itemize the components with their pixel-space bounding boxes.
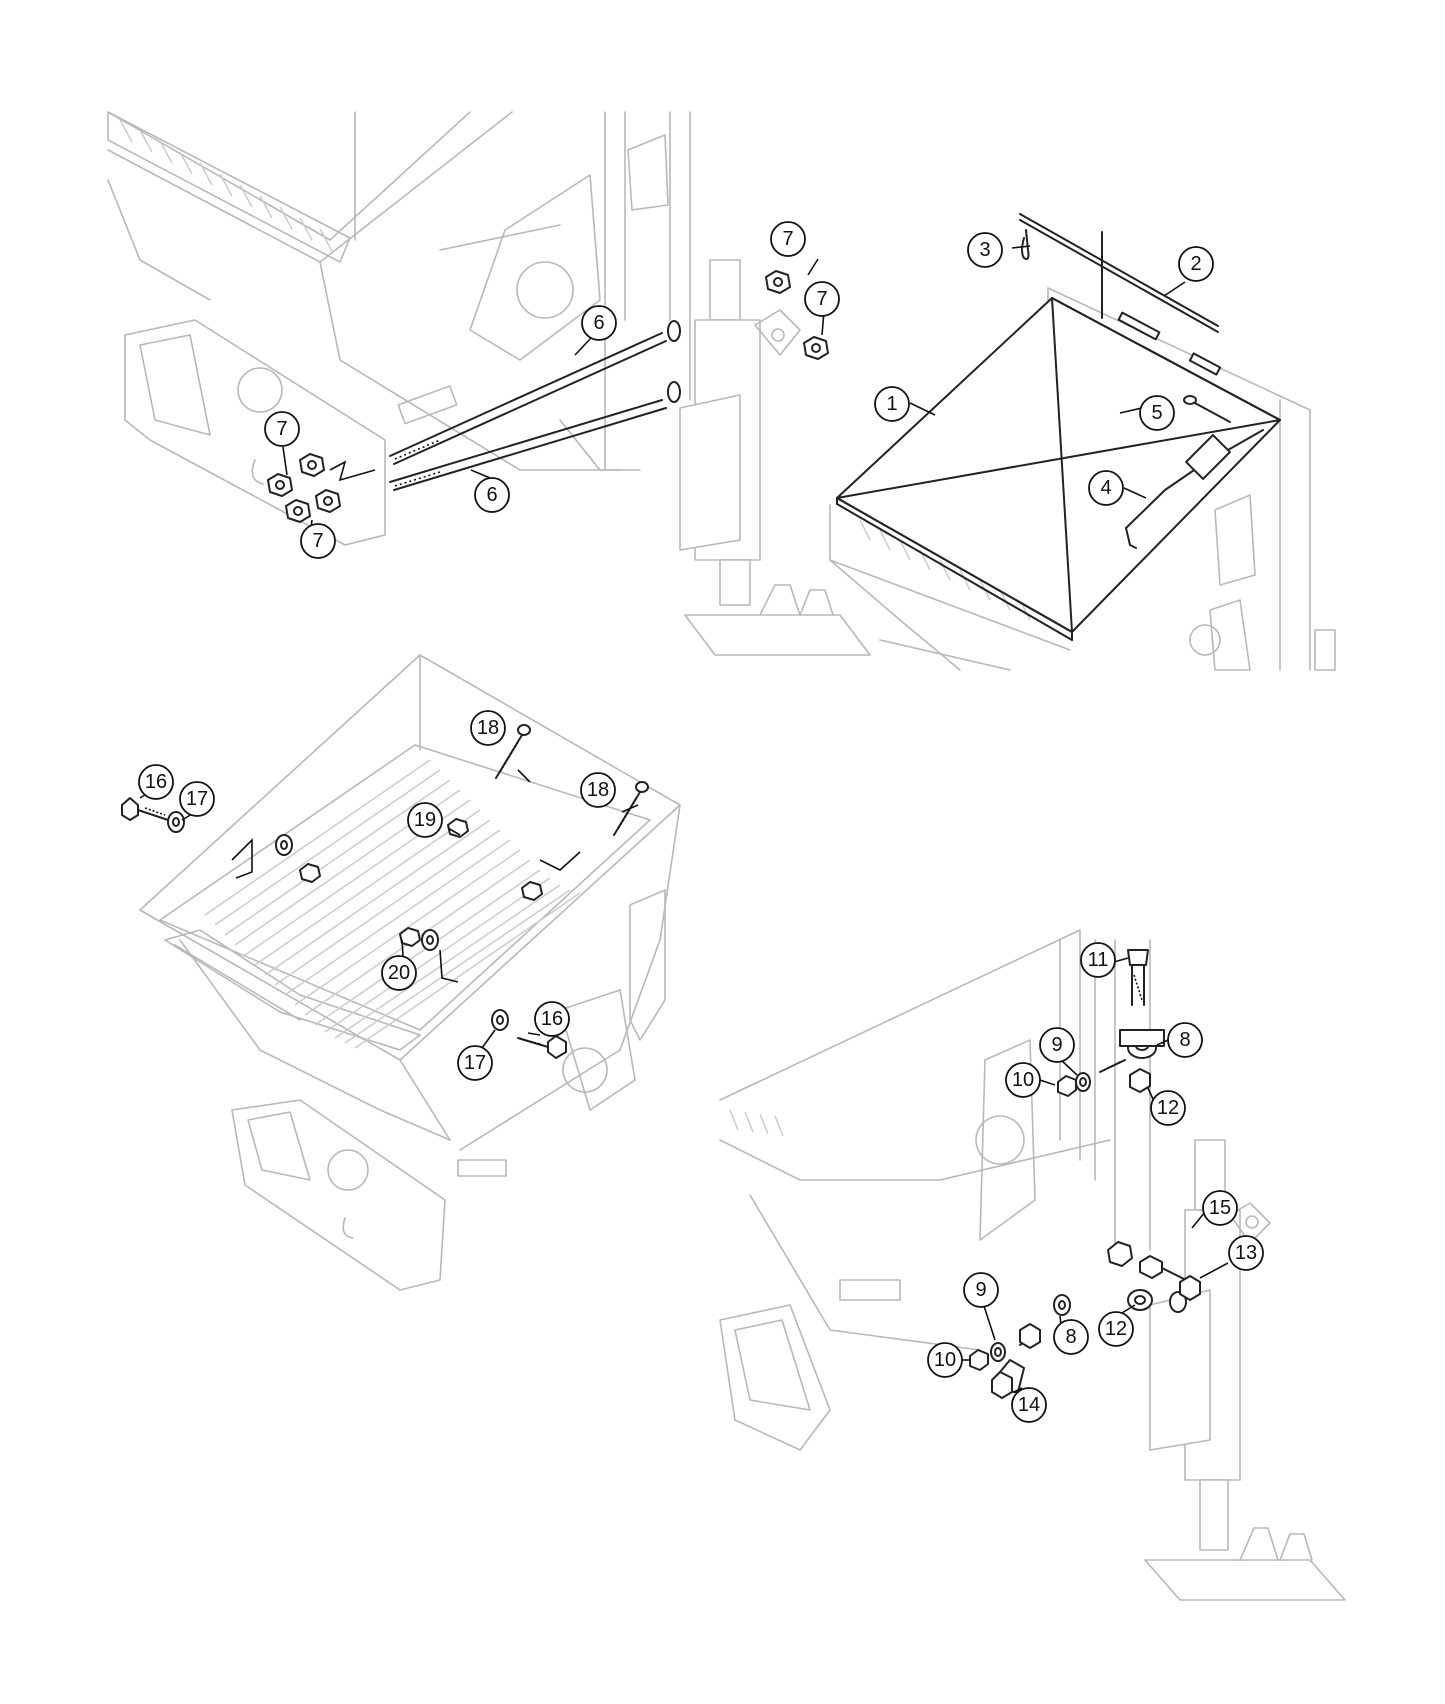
svg-text:2: 2 <box>1190 253 1201 275</box>
jack-stand-ghost <box>679 259 871 656</box>
view-tie-rods <box>107 111 871 656</box>
callout-16-left: 16 <box>138 764 174 800</box>
svg-text:15: 15 <box>1209 1197 1231 1219</box>
hex-nut-19-20 <box>299 818 543 947</box>
svg-text:14: 14 <box>1018 1394 1040 1416</box>
svg-text:6: 6 <box>486 484 497 506</box>
svg-text:12: 12 <box>1157 1097 1179 1119</box>
svg-text:10: 10 <box>934 1349 956 1371</box>
callout-6-lower: 6 <box>474 477 510 513</box>
callout-13: 13 <box>1228 1235 1264 1271</box>
carriage-bolt-18 <box>495 724 649 836</box>
callout-20: 20 <box>381 955 417 991</box>
grate-bars <box>204 759 581 1049</box>
handle-pin <box>1183 395 1231 423</box>
pivot-lower-hardware <box>969 1241 1201 1399</box>
cotter-pin <box>1021 229 1030 260</box>
svg-text:20: 20 <box>388 962 410 984</box>
callout-7-left-lower: 7 <box>300 523 336 559</box>
callout-3: 3 <box>967 232 1003 268</box>
cover-handle <box>1125 429 1264 549</box>
svg-text:4: 4 <box>1100 477 1111 499</box>
pivot-upper-hardware <box>1057 949 1165 1097</box>
svg-text:16: 16 <box>541 1008 563 1030</box>
hopper-grate-ghost <box>729 1109 784 1137</box>
callout-18-right: 18 <box>580 772 616 808</box>
tie-rod-upper <box>389 320 681 465</box>
svg-text:7: 7 <box>816 288 827 310</box>
view-hopper-cover <box>829 213 1336 671</box>
callout-10-upper: 10 <box>1005 1062 1041 1098</box>
svg-text:1: 1 <box>886 393 897 415</box>
callout-4: 4 <box>1088 470 1124 506</box>
callout-9-lower: 9 <box>963 1272 999 1308</box>
svg-text:17: 17 <box>186 788 208 810</box>
svg-text:5: 5 <box>1151 402 1162 424</box>
svg-text:19: 19 <box>414 809 436 831</box>
callout-2: 2 <box>1178 246 1214 282</box>
jack-stand-ghost <box>1144 1139 1346 1601</box>
callout-11: 11 <box>1080 942 1116 978</box>
callout-5: 5 <box>1139 395 1175 431</box>
callouts: 1 2 3 4 5 6 6 7 7 7 7 8 8 9 9 10 10 11 1… <box>138 221 1264 1423</box>
flat-washer-17 <box>167 811 509 1031</box>
svg-text:8: 8 <box>1065 1326 1076 1348</box>
hopper-grate-ghost <box>107 111 351 263</box>
svg-text:12: 12 <box>1105 1318 1127 1340</box>
svg-text:10: 10 <box>1012 1069 1034 1091</box>
svg-text:6: 6 <box>593 312 604 334</box>
callout-18-left: 18 <box>470 710 506 746</box>
callout-6-upper: 6 <box>581 305 617 341</box>
callout-14: 14 <box>1011 1387 1047 1423</box>
callout-15: 15 <box>1202 1190 1238 1226</box>
callout-12-lower: 12 <box>1098 1311 1134 1347</box>
callout-8-upper: 8 <box>1167 1022 1203 1058</box>
svg-text:9: 9 <box>1051 1034 1062 1056</box>
svg-text:7: 7 <box>312 530 323 552</box>
svg-text:18: 18 <box>587 779 609 801</box>
hinge-rod <box>1019 213 1281 421</box>
callout-1: 1 <box>874 386 910 422</box>
svg-text:8: 8 <box>1179 1029 1190 1051</box>
svg-text:17: 17 <box>464 1052 486 1074</box>
callout-19: 19 <box>407 802 443 838</box>
svg-text:3: 3 <box>979 239 990 261</box>
svg-text:16: 16 <box>145 771 167 793</box>
callout-10-lower: 10 <box>927 1342 963 1378</box>
callout-9-upper: 9 <box>1039 1027 1075 1063</box>
callout-7-top: 7 <box>770 221 806 257</box>
callout-7-left-upper: 7 <box>264 411 300 447</box>
svg-text:11: 11 <box>1088 949 1109 971</box>
callout-17-right: 17 <box>457 1045 493 1081</box>
svg-text:18: 18 <box>477 717 499 739</box>
tie-rod-lower <box>389 381 681 491</box>
svg-text:7: 7 <box>276 418 287 440</box>
svg-text:9: 9 <box>975 1279 986 1301</box>
callout-8-lower: 8 <box>1053 1319 1089 1355</box>
svg-text:13: 13 <box>1235 1242 1257 1264</box>
view-grate <box>121 654 681 1291</box>
callout-16-right: 16 <box>534 1001 570 1037</box>
callout-17-left: 17 <box>179 781 215 817</box>
view-pivot-hardware <box>719 929 1346 1601</box>
callout-7-right: 7 <box>804 281 840 317</box>
callout-12-upper: 12 <box>1150 1090 1186 1126</box>
hex-nut-group-7 <box>267 270 829 523</box>
svg-text:7: 7 <box>782 228 793 250</box>
